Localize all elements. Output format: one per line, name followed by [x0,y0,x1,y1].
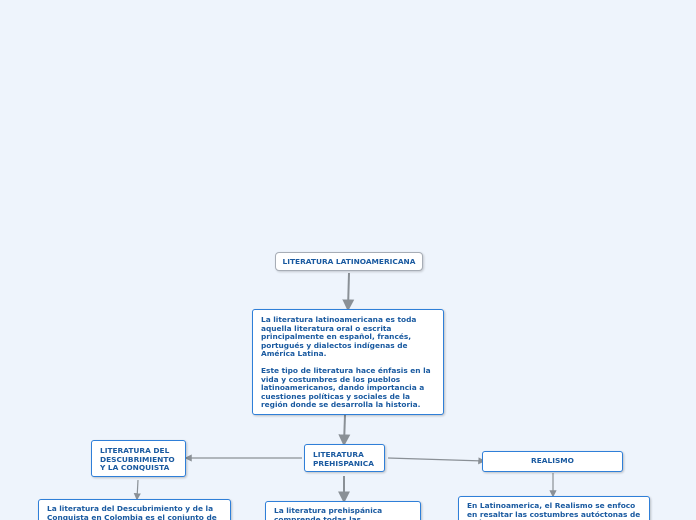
realismo-desc-node[interactable]: En Latinoamerica, el Realismo se enfoco … [458,496,650,520]
connector-definition-prehispanica [338,414,351,447]
realismo-node[interactable]: REALISMO LATINOAMERICANO [482,451,623,472]
definition-node[interactable]: La literatura latinoamericana es toda aq… [252,309,444,415]
prehispanica-node[interactable]: LITERATURA PREHISPANICA [304,444,385,472]
root-node[interactable]: LITERATURA LATINOAMERICANA [275,252,423,271]
prehispanica-desc-node[interactable]: La literatura prehispánica comprende tod… [265,501,421,520]
descubrimiento-desc-node[interactable]: La literatura del Descubrimiento y de la… [38,499,231,520]
connector-prehispanica-realismo [387,457,486,465]
connector-root-definition [342,272,355,312]
descubrimiento-node[interactable]: LITERATURA DEL DESCUBRIMIENTO Y LA CONQU… [91,440,186,477]
connector-descubrimiento-desc [133,479,141,501]
